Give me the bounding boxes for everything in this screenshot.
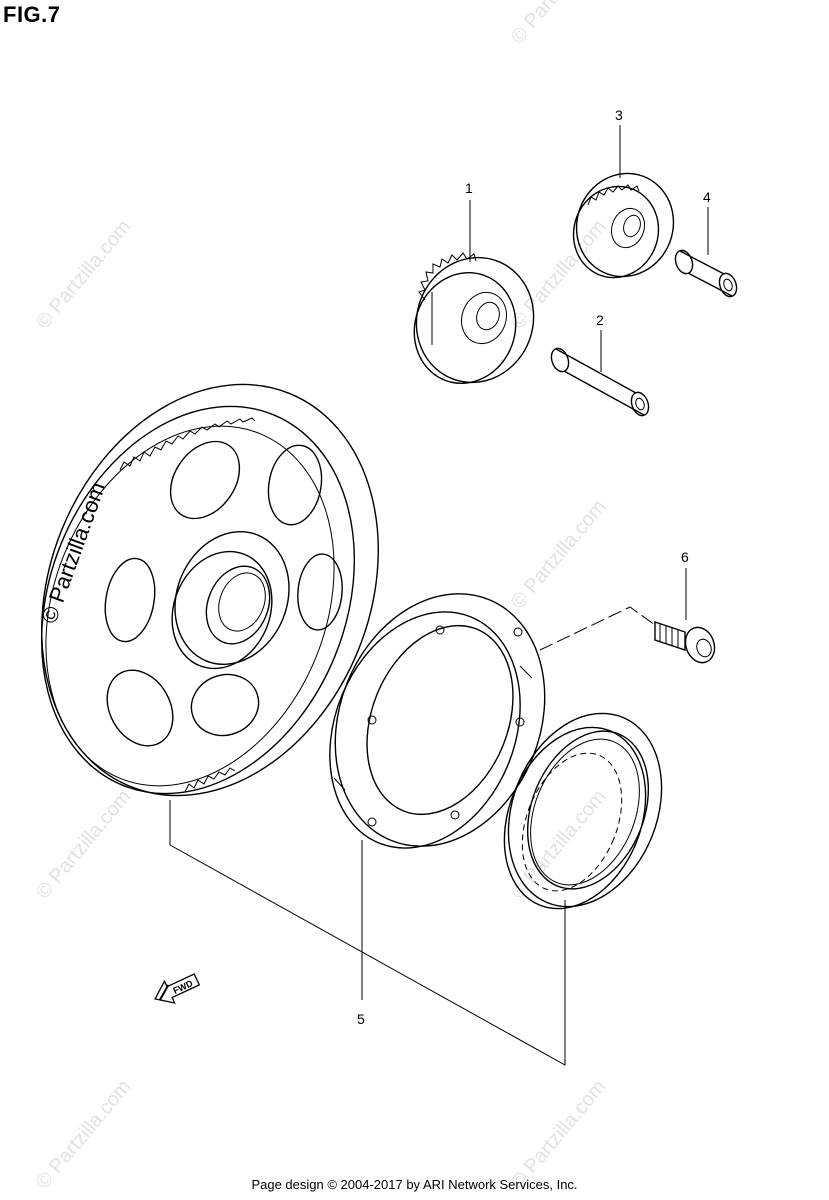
- watermark-bottom-right: © Partzilla.com: [507, 1076, 610, 1193]
- background-watermarks: © Partzilla.com © Partzilla.com © Partzi…: [32, 0, 610, 1193]
- callout-2: 2: [596, 312, 604, 328]
- callout-labels: 1 2 3 4 5 6: [357, 107, 711, 1027]
- part-3-gear: [572, 172, 675, 279]
- watermark-main: © Partzilla.com: [36, 479, 110, 627]
- part-1-gear: [413, 252, 535, 385]
- one-way-clutch: [503, 712, 663, 910]
- leader-lines: [169, 125, 709, 1066]
- watermark-upper-left: © Partzilla.com: [32, 216, 135, 333]
- part-6-bolt: [654, 621, 716, 664]
- figure-title: FIG.7: [3, 2, 61, 27]
- page-footer: Page design © 2004-2017 by ARI Network S…: [251, 1177, 578, 1192]
- callout-5: 5: [357, 1011, 365, 1027]
- starter-driven-gear: [40, 383, 379, 797]
- watermark-mid-right: © Partzilla.com: [507, 496, 610, 613]
- callout-6: 6: [681, 549, 689, 565]
- part-4-shaft: [674, 249, 738, 298]
- callout-3: 3: [615, 107, 623, 123]
- part-2-shaft: [550, 347, 650, 417]
- watermark-lower-left: © Partzilla.com: [32, 786, 135, 903]
- watermark-bottom-left: © Partzilla.com: [32, 1076, 135, 1193]
- watermark-upper-mid: © Partzilla.com: [507, 216, 610, 333]
- callout-1: 1: [465, 180, 473, 196]
- fwd-arrow: FWD: [154, 973, 201, 1004]
- part-5-clutch-ring: [329, 593, 546, 849]
- watermark-top-right: © Partzilla.com: [507, 0, 610, 48]
- callout-4: 4: [703, 189, 711, 205]
